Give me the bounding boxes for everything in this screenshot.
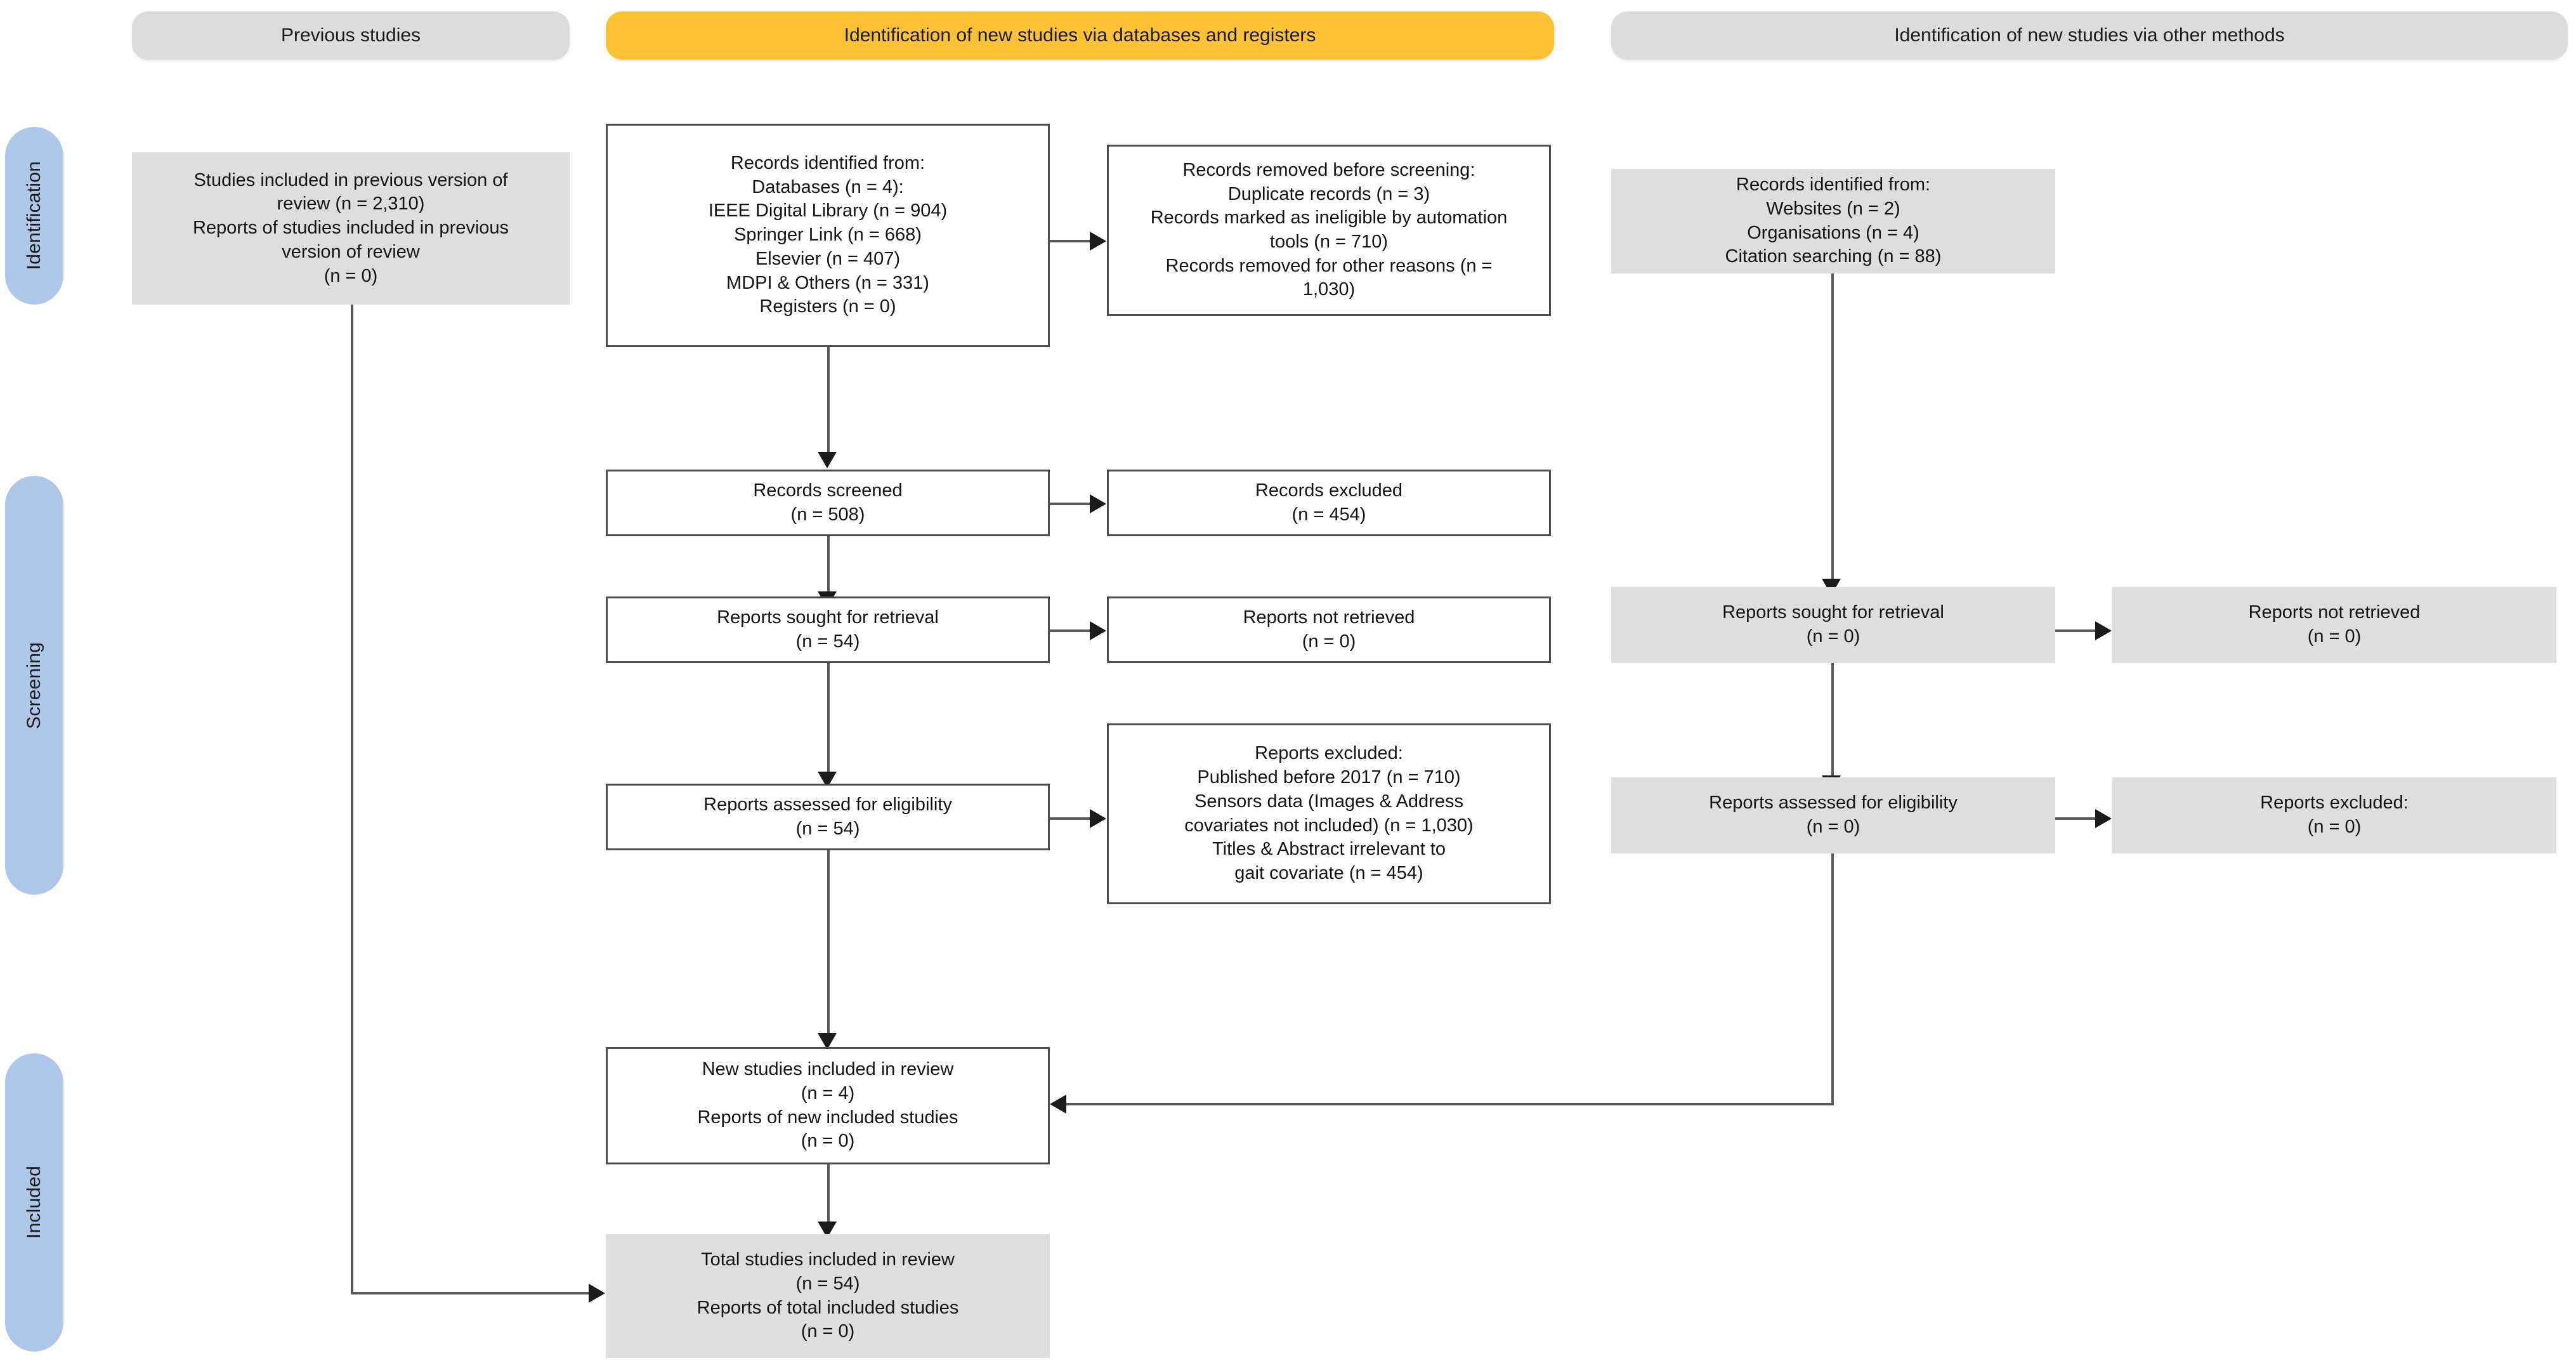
node-reports-sought-databases[interactable]: Reports sought for retrieval (n = 54) — [606, 596, 1050, 663]
arrow-other-to-new-included — [1050, 1095, 1066, 1114]
arrow-sought-to-not-retrieved — [1090, 621, 1106, 640]
node-reports-assessed-databases-text: Reports assessed for eligibility (n = 54… — [703, 794, 952, 839]
arrow-screened-to-excluded — [1090, 494, 1106, 513]
node-reports-excluded-databases[interactable]: Reports excluded: Published before 2017 … — [1107, 723, 1551, 904]
node-records-excluded[interactable]: Records excluded (n = 454) — [1107, 470, 1551, 536]
connector-other-assessed-to-new-included-horizontal — [1066, 1103, 1834, 1105]
column-header-databases-registers: Identification of new studies via databa… — [606, 11, 1554, 60]
node-reports-sought-other[interactable]: Reports sought for retrieval (n = 0) — [1611, 587, 2055, 663]
node-records-removed-before-screening-text: Records removed before screening: Duplic… — [1150, 159, 1508, 300]
phase-label-identification: Identification — [23, 161, 44, 270]
connector-new-included-to-total — [827, 1163, 830, 1229]
node-reports-sought-other-text: Reports sought for retrieval (n = 0) — [1722, 602, 1944, 647]
column-header-databases-registers-label: Identification of new studies via databa… — [844, 25, 1316, 46]
phase-bar-screening: Screening — [5, 476, 63, 895]
node-reports-not-retrieved-databases[interactable]: Reports not retrieved (n = 0) — [1107, 596, 1551, 663]
connector-other-sought-to-assessed — [1831, 660, 1834, 781]
arrow-previous-to-total — [589, 1284, 605, 1303]
node-reports-not-retrieved-other[interactable]: Reports not retrieved (n = 0) — [2112, 587, 2556, 663]
arrow-identified-to-removed — [1090, 232, 1106, 251]
node-reports-sought-databases-text: Reports sought for retrieval (n = 54) — [717, 607, 939, 652]
column-header-previous-studies-label: Previous studies — [280, 25, 421, 46]
phase-bar-included: Included — [5, 1053, 63, 1352]
connector-assessed-to-new-included — [827, 845, 830, 1039]
connector-previous-to-total-vertical — [351, 305, 353, 1294]
column-header-other-methods: Identification of new studies via other … — [1611, 11, 2568, 60]
arrow-other-sought-to-not-retrieved — [2095, 621, 2112, 640]
node-records-excluded-text: Records excluded (n = 454) — [1255, 480, 1403, 525]
connector-previous-to-total-horizontal — [351, 1292, 598, 1294]
node-reports-assessed-databases[interactable]: Reports assessed for eligibility (n = 54… — [606, 784, 1050, 850]
node-previous-studies[interactable]: Studies included in previous version of … — [132, 152, 570, 305]
node-records-identified-databases[interactable]: Records identified from: Databases (n = … — [606, 124, 1050, 347]
node-reports-assessed-other[interactable]: Reports assessed for eligibility (n = 0) — [1611, 777, 2055, 853]
connector-identified-to-screened — [827, 347, 830, 455]
node-reports-not-retrieved-databases-text: Reports not retrieved (n = 0) — [1243, 607, 1415, 652]
phase-bar-identification: Identification — [5, 127, 63, 305]
connector-identified-to-removed — [1047, 240, 1094, 242]
arrow-identified-to-screened — [818, 452, 837, 468]
node-reports-excluded-databases-text: Reports excluded: Published before 2017 … — [1184, 743, 1474, 883]
arrow-other-assessed-to-excluded — [2095, 809, 2112, 828]
connector-other-assessed-to-new-included-vertical — [1831, 845, 1834, 1105]
connector-other-sought-to-not-retrieved — [2052, 629, 2100, 632]
phase-label-screening: Screening — [23, 642, 44, 729]
column-header-previous-studies: Previous studies — [132, 11, 570, 60]
phase-label-included: Included — [23, 1166, 44, 1239]
connector-assessed-to-reports-excluded — [1047, 817, 1094, 820]
column-header-other-methods-label: Identification of new studies via other … — [1894, 25, 2285, 46]
connector-other-identified-to-sought — [1831, 273, 1834, 584]
node-total-studies-included-text: Total studies included in review (n = 54… — [696, 1249, 959, 1342]
node-new-studies-included-text: New studies included in review (n = 4) R… — [697, 1059, 958, 1152]
arrow-assessed-to-new-included — [818, 1033, 837, 1050]
node-new-studies-included[interactable]: New studies included in review (n = 4) R… — [606, 1047, 1050, 1164]
connector-sought-to-not-retrieved — [1047, 629, 1094, 632]
node-reports-assessed-other-text: Reports assessed for eligibility (n = 0) — [1709, 793, 1958, 837]
node-reports-not-retrieved-other-text: Reports not retrieved (n = 0) — [2248, 602, 2421, 647]
connector-screened-to-excluded — [1047, 503, 1094, 505]
node-records-identified-other-text: Records identified from: Websites (n = 2… — [1725, 175, 1942, 267]
node-records-screened-text: Records screened (n = 508) — [753, 480, 903, 525]
node-total-studies-included[interactable]: Total studies included in review (n = 54… — [606, 1234, 1050, 1358]
arrow-assessed-to-reports-excluded — [1090, 809, 1106, 828]
node-records-identified-other[interactable]: Records identified from: Websites (n = 2… — [1611, 169, 2055, 273]
node-reports-excluded-other-text: Reports excluded: (n = 0) — [2260, 793, 2409, 837]
node-records-screened[interactable]: Records screened (n = 508) — [606, 470, 1050, 536]
node-records-identified-databases-text: Records identified from: Databases (n = … — [708, 153, 948, 317]
connector-screened-to-sought — [827, 536, 830, 600]
node-reports-excluded-other[interactable]: Reports excluded: (n = 0) — [2112, 777, 2556, 853]
node-records-removed-before-screening[interactable]: Records removed before screening: Duplic… — [1107, 145, 1551, 316]
node-previous-studies-text: Studies included in previous version of … — [192, 169, 509, 286]
connector-other-assessed-to-excluded — [2052, 817, 2100, 820]
connector-sought-to-assessed — [827, 660, 830, 777]
